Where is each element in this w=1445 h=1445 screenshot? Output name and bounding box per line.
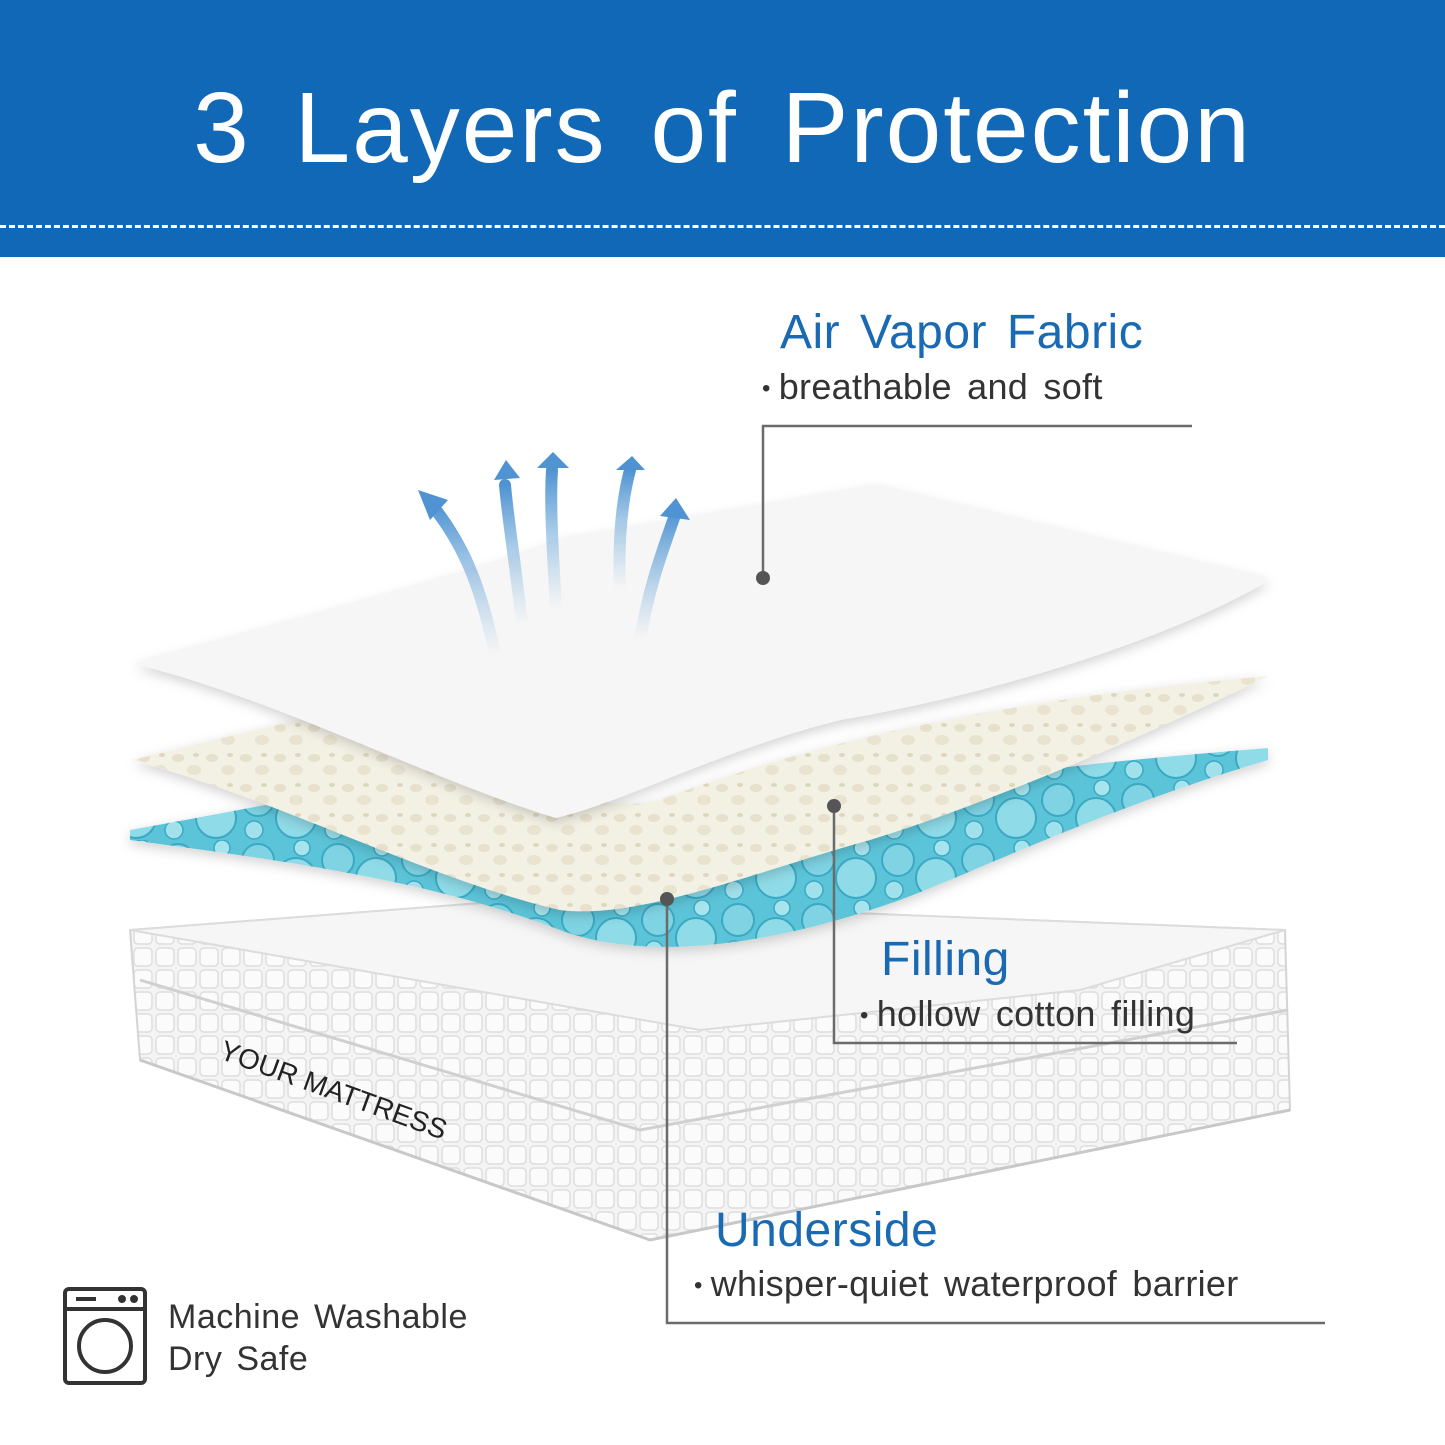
mattress: YOUR MATTRESS [128, 898, 1292, 1242]
layer-subtitle-filling: •hollow cotton filling [860, 992, 1195, 1038]
layer-title-filling: Filling [881, 933, 1010, 986]
callout-dots [660, 571, 841, 906]
bullet-icon: • [762, 375, 771, 403]
page-title: 3 Layers of Protection [193, 72, 1252, 184]
layer-subtitle-underside: •whisper-quiet waterproof barrier [694, 1262, 1239, 1308]
bullet-icon: • [860, 1002, 869, 1030]
callout-lines [665, 424, 1325, 1325]
bullet-icon: • [694, 1272, 703, 1300]
arrow-heads [418, 452, 690, 520]
dashed-divider [0, 225, 1445, 228]
layer-title-underside: Underside [715, 1204, 939, 1257]
air-flow-arrows [426, 464, 682, 661]
fabric-layer [135, 486, 1270, 818]
layer-subtitle-underside-text: whisper-quiet waterproof barrier [710, 1263, 1239, 1304]
header-banner: 3 Layers of Protection [0, 0, 1445, 257]
layer-title-fabric: Air Vapor Fabric [780, 306, 1144, 359]
layer-subtitle-fabric: •breathable and soft [762, 365, 1103, 411]
layer-subtitle-filling-text: hollow cotton filling [876, 993, 1196, 1034]
care-line-washable: Machine Washable [168, 1298, 468, 1336]
washing-machine-icon [63, 1287, 147, 1385]
layer-subtitle-fabric-text: breathable and soft [778, 366, 1103, 407]
care-line-dry: Dry Safe [168, 1340, 309, 1378]
layers-illustration: YOUR MATTRESS [63, 424, 1325, 1385]
